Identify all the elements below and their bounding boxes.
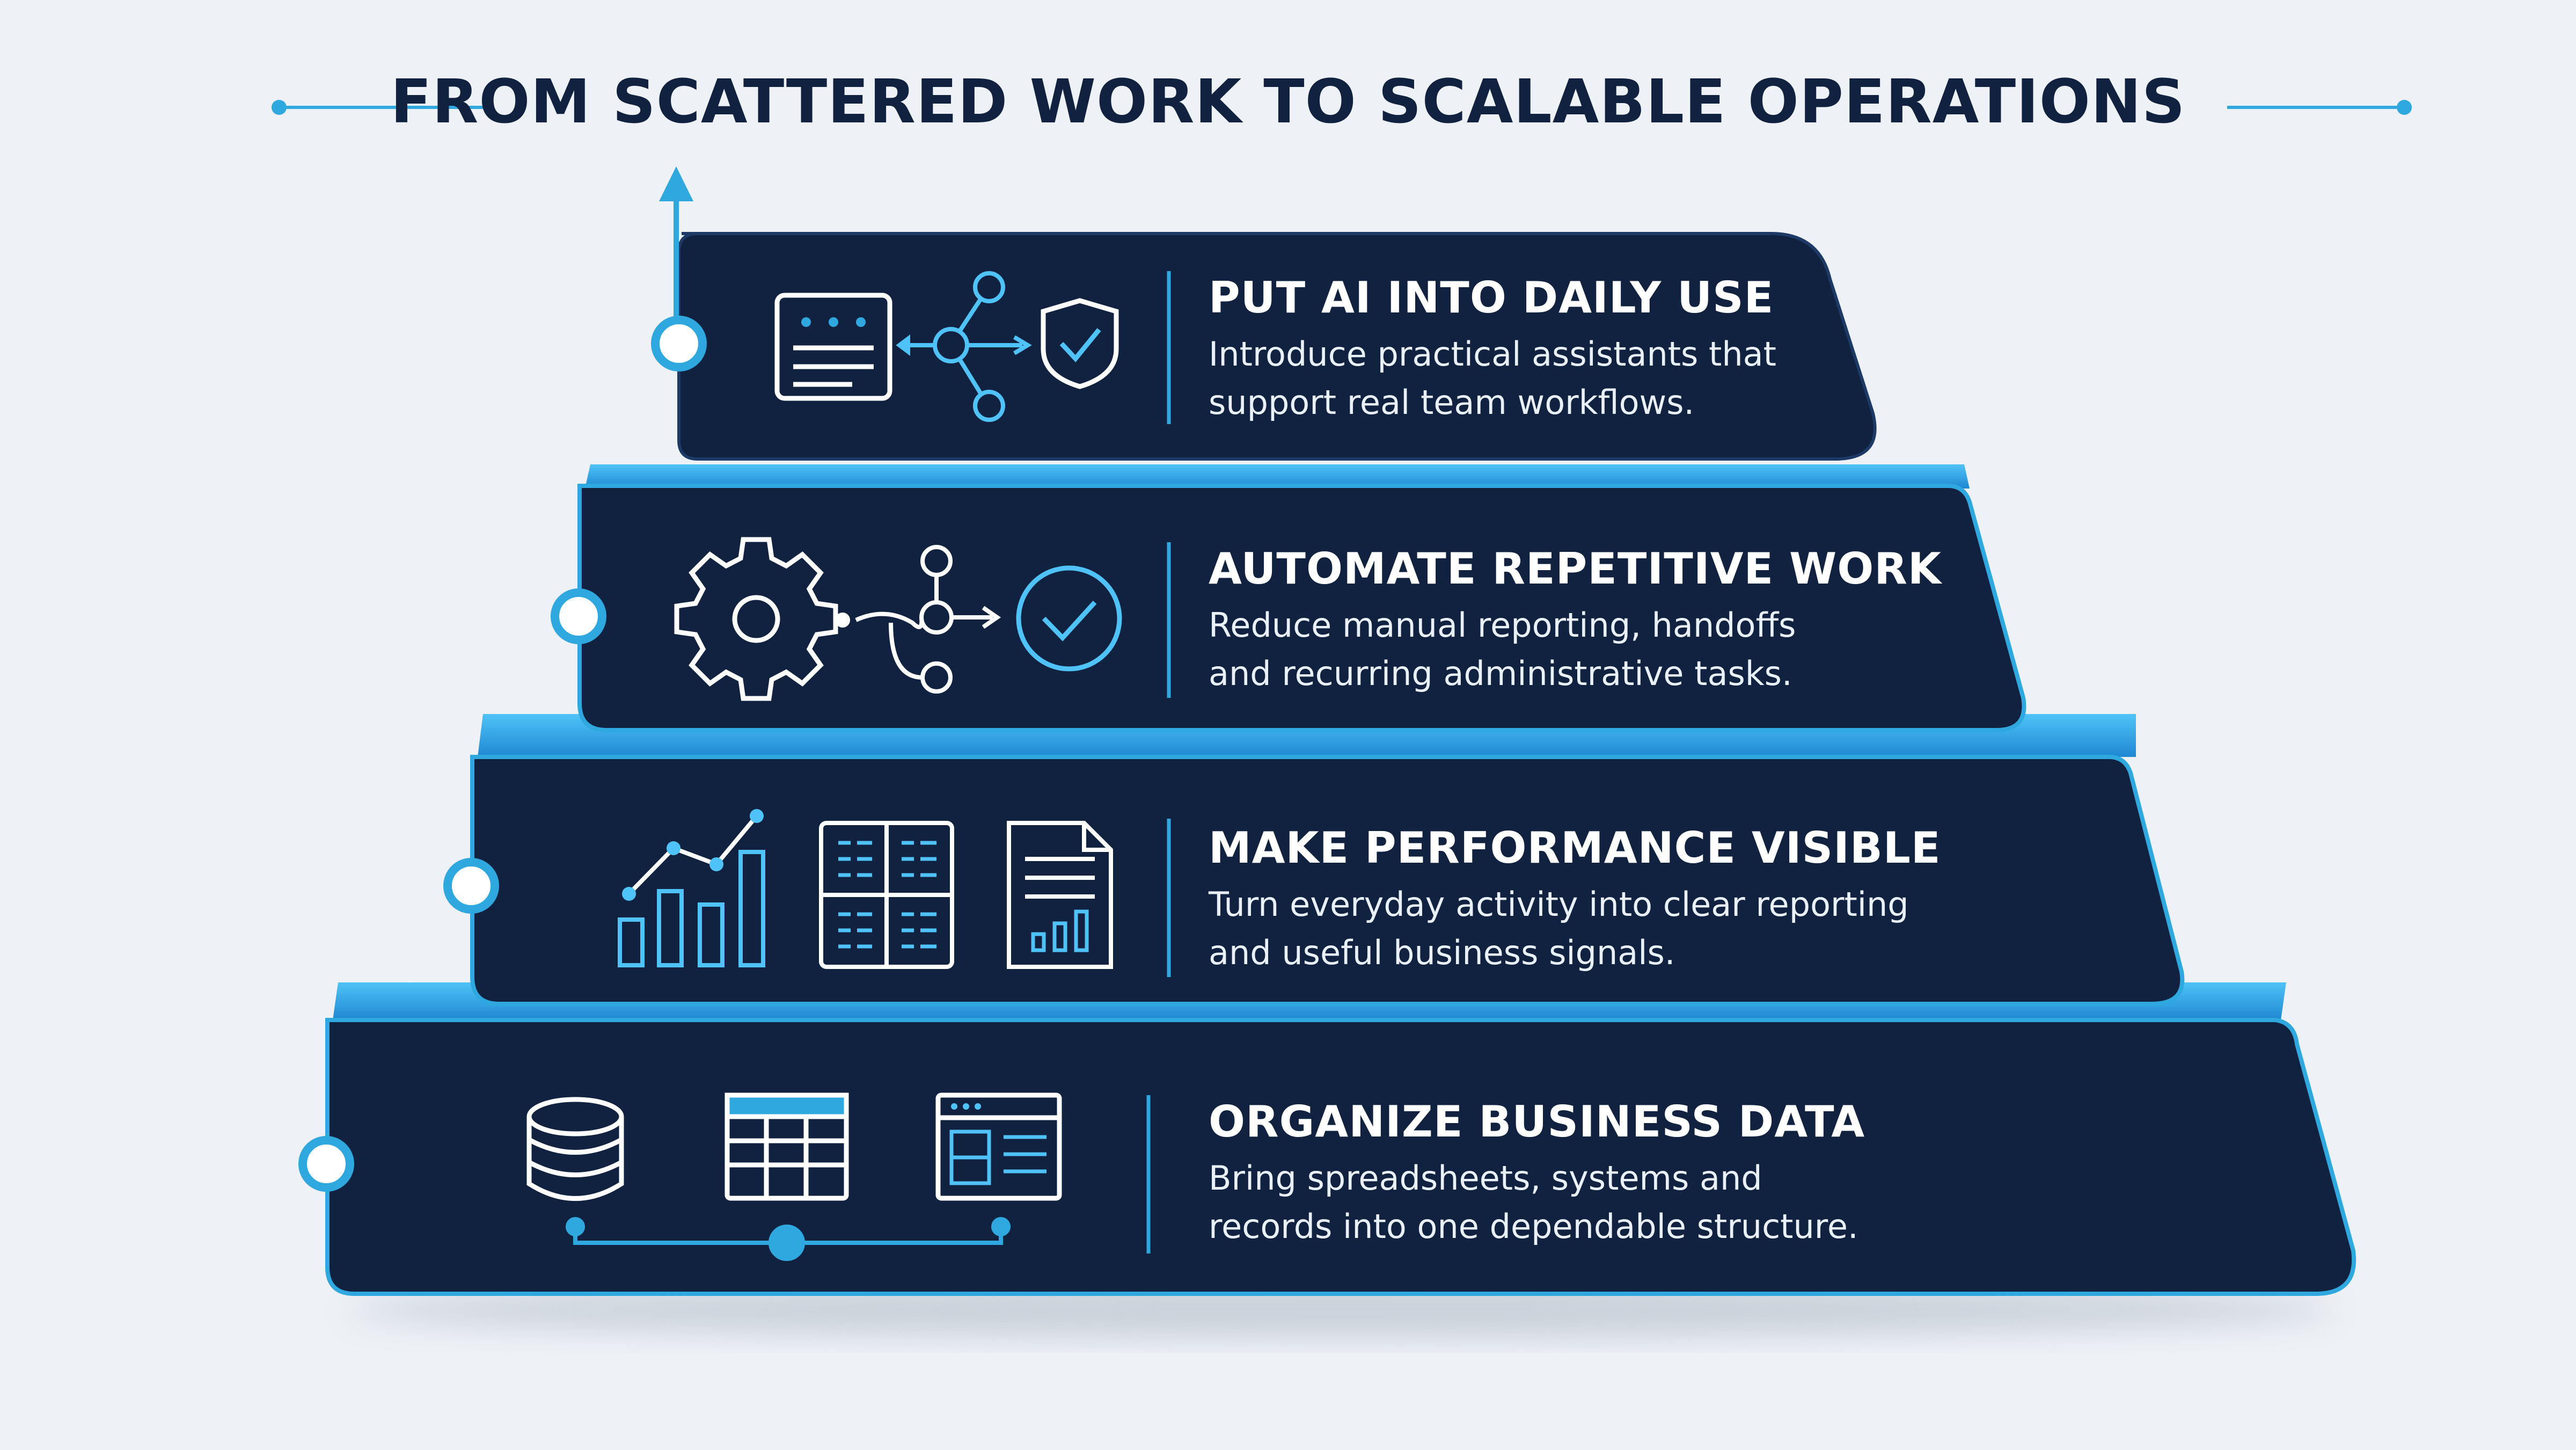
data-connector-line <box>566 1217 1011 1261</box>
tier-2-heading: AUTOMATE REPETITIVE WORK <box>1209 544 1942 594</box>
tier-2-description-line: and recurring administrative tasks. <box>1209 654 1792 693</box>
report-document-icon <box>1007 821 1113 969</box>
tier-4-heading: ORGANIZE BUSINESS DATA <box>1209 1097 1865 1147</box>
tier-4-description-line: Bring spreadsheets, systems and <box>1209 1158 1762 1198</box>
network-nodes-icon <box>896 271 1032 422</box>
title-decoration-left <box>272 100 491 115</box>
system-window-icon <box>935 1092 1062 1201</box>
tier-2-description: Reduce manual reporting, handoffs and re… <box>1209 601 1942 698</box>
tier-3-description: Turn everyday activity into clear report… <box>1209 880 1941 977</box>
spreadsheet-icon <box>724 1092 849 1201</box>
bar-chart-icon <box>618 809 765 967</box>
tier-2-description-line: Reduce manual reporting, handoffs <box>1209 606 1796 645</box>
tier-1-block <box>677 232 1877 461</box>
tier-1-description-line: support real team workflows. <box>1209 383 1695 422</box>
title-bar: FROM SCATTERED WORK TO SCALABLE OPERATIO… <box>0 54 2576 150</box>
tier-3-heading: MAKE PERFORMANCE VISIBLE <box>1209 823 1941 873</box>
tier-4-description: Bring spreadsheets, systems and records … <box>1209 1154 1865 1251</box>
tier-2-text: AUTOMATE REPETITIVE WORK Reduce manual r… <box>1209 542 1942 698</box>
tier-3-connector-dot <box>443 858 499 914</box>
tier-4-description-line: records into one dependable structure. <box>1209 1207 1858 1246</box>
tier-3-description-line: Turn everyday activity into clear report… <box>1209 885 1909 924</box>
workflow-branch-icon <box>835 545 1001 694</box>
page-title: FROM SCATTERED WORK TO SCALABLE OPERATIO… <box>390 67 2186 137</box>
dashboard-grid-icon <box>819 821 954 969</box>
database-icon <box>526 1097 624 1201</box>
title-decoration-right <box>2227 100 2412 115</box>
chat-window-icon <box>774 293 892 401</box>
gear-icon <box>674 537 838 701</box>
tier-4-connector-dot <box>298 1136 354 1192</box>
tier-1-text: PUT AI INTO DAILY USE Introduce practica… <box>1209 271 1776 427</box>
tier-3-description-line: and useful business signals. <box>1209 933 1675 972</box>
tier-1-description-line: Introduce practical assistants that <box>1209 334 1776 374</box>
tier-1-description: Introduce practical assistants that supp… <box>1209 330 1776 427</box>
check-circle-icon <box>1016 565 1122 672</box>
tier-3-text: MAKE PERFORMANCE VISIBLE Turn everyday a… <box>1209 821 1941 977</box>
progress-arrow <box>659 166 693 338</box>
tier-1-connector-dot <box>651 316 707 371</box>
tier-4-text: ORGANIZE BUSINESS DATA Bring spreadsheet… <box>1209 1095 1865 1251</box>
tier-1-heading: PUT AI INTO DAILY USE <box>1209 273 1774 323</box>
shield-check-icon <box>1041 298 1119 389</box>
tier-2-connector-dot <box>551 588 606 644</box>
